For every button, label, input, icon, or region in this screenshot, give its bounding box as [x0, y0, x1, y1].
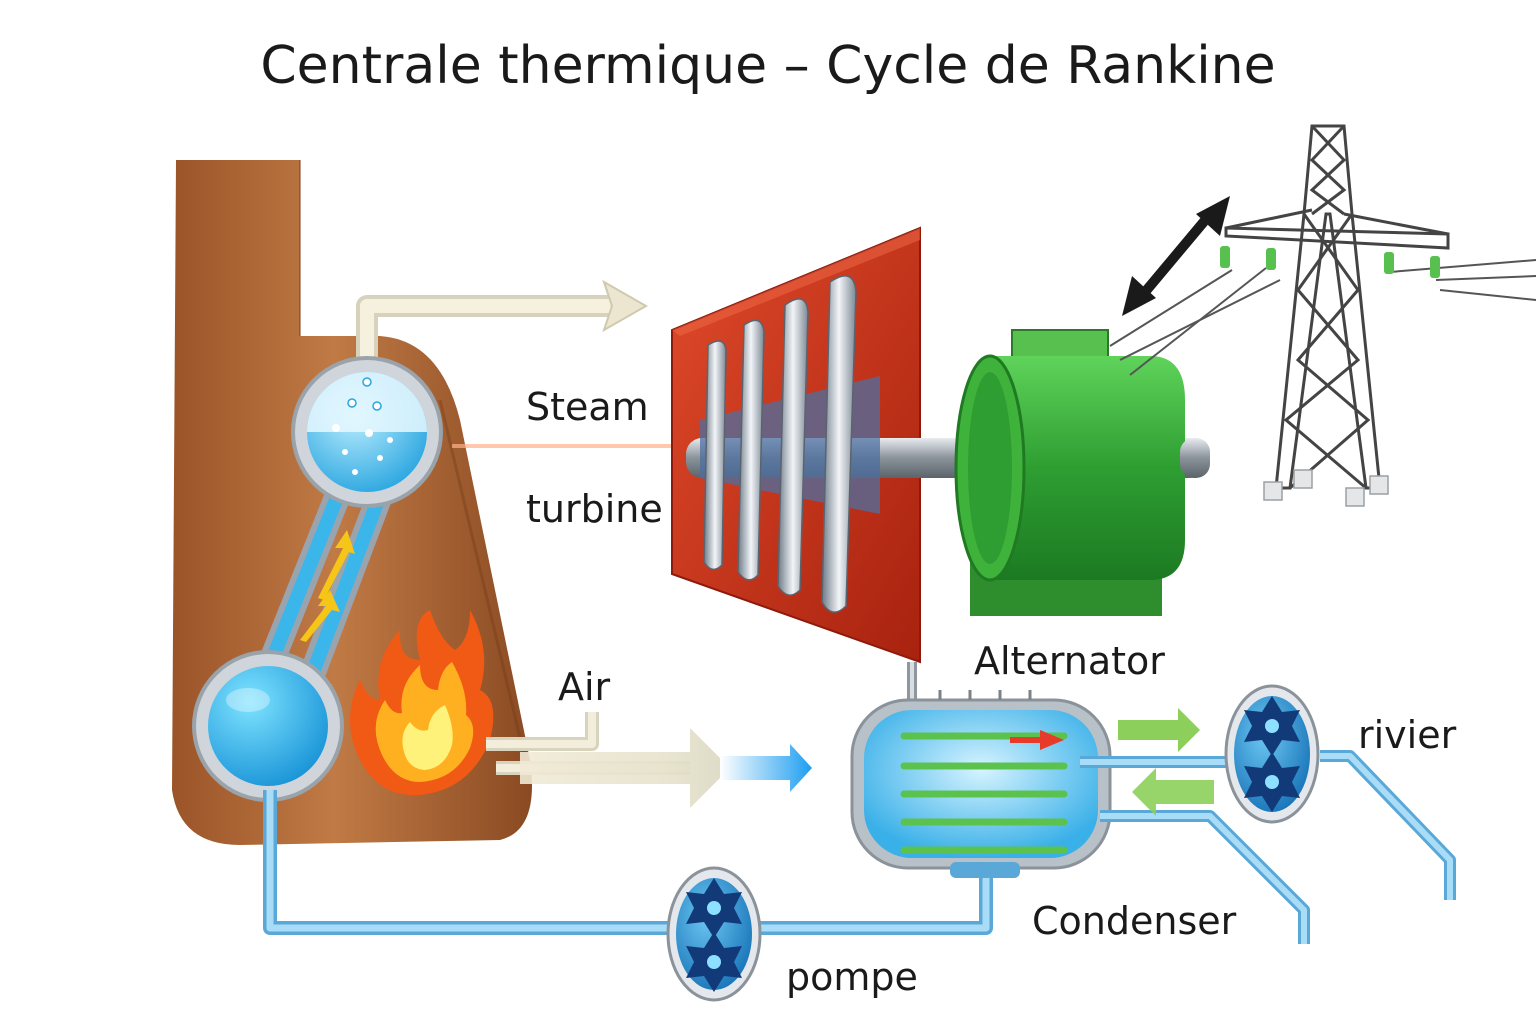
circulation-down-arrow	[300, 590, 340, 642]
cooling-water-pipes	[1080, 750, 1456, 944]
feedwater-pipe	[263, 790, 993, 935]
cooling-flow-arrows	[1118, 708, 1214, 816]
river-pump	[1224, 684, 1320, 824]
label-alternator: Alternator	[974, 639, 1165, 683]
alternator-terminal-box	[1011, 329, 1109, 361]
alternator	[954, 329, 1210, 616]
power-export-arrow	[1122, 196, 1230, 316]
condenser-coils	[900, 732, 1068, 854]
steam-flow-arrow	[602, 279, 649, 333]
pylon-footings	[1263, 469, 1389, 507]
label-river: rivier	[1358, 713, 1457, 757]
label-turbine: turbine	[526, 487, 663, 531]
diagram-title: Centrale thermique – Cycle de Rankine	[260, 36, 1276, 96]
label-steam: Steam	[526, 385, 649, 429]
label-condenser: Condenser	[1032, 899, 1237, 943]
turbine	[671, 226, 1206, 708]
turbine-blades	[703, 275, 857, 613]
steam-drum	[291, 356, 443, 508]
power-pylon	[1109, 124, 1536, 490]
air-flow-arrow	[520, 728, 812, 808]
feed-pump	[666, 866, 762, 1002]
condenser	[850, 690, 1112, 878]
label-air: Air	[558, 665, 611, 709]
hot-steam-line	[452, 441, 700, 463]
riser-tubes	[255, 477, 395, 693]
flame	[350, 610, 494, 796]
steam-outlet-pipe	[356, 279, 649, 372]
label-pump: pompe	[786, 955, 918, 999]
pylon-insulators	[1220, 246, 1440, 278]
circulation-up-arrow	[318, 530, 355, 600]
water-drum	[192, 650, 344, 802]
